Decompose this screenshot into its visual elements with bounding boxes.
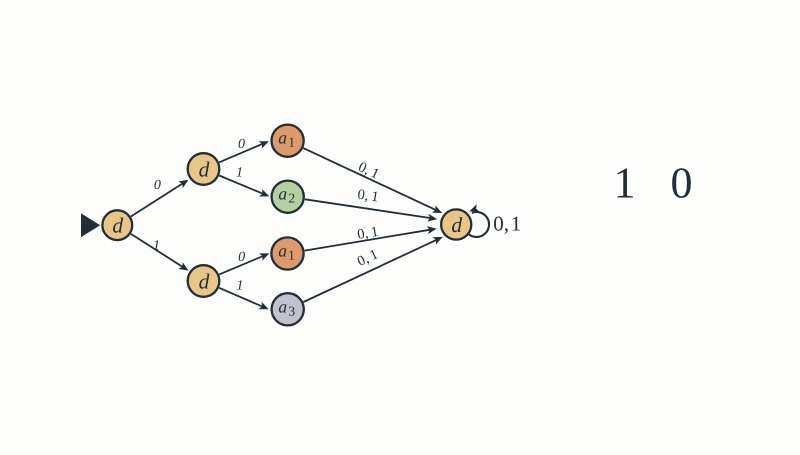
svg-text:1: 1	[511, 211, 522, 235]
svg-text:0: 0	[154, 178, 161, 193]
svg-text:0: 0	[671, 159, 693, 208]
svg-text:0, 1: 0, 1	[356, 187, 379, 206]
svg-text:1: 1	[236, 166, 243, 181]
svg-text:1: 1	[614, 159, 636, 208]
svg-text:d: d	[199, 269, 210, 293]
svg-text:d: d	[112, 214, 123, 238]
svg-text:1: 1	[236, 279, 243, 294]
svg-text:0: 0	[238, 250, 245, 265]
svg-text:0, 1: 0, 1	[356, 224, 379, 243]
svg-text:1: 1	[153, 239, 160, 254]
svg-text:d: d	[199, 157, 210, 181]
svg-text:0: 0	[238, 137, 245, 152]
svg-text:d: d	[451, 213, 462, 237]
svg-text:0,: 0,	[493, 211, 509, 235]
